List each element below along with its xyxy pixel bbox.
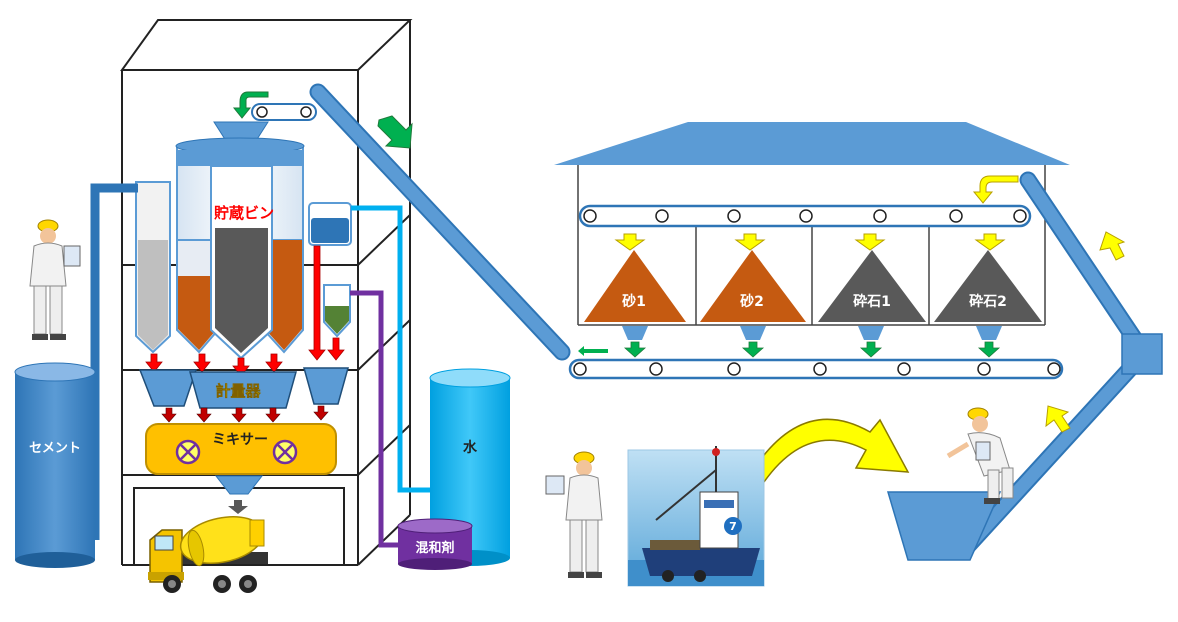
unloading-arrow: [746, 418, 910, 483]
mixer: [145, 423, 337, 475]
right-up-arrow-1: [1099, 231, 1126, 261]
water-pipe: [351, 205, 430, 493]
mixer-truck: [148, 516, 268, 593]
incline-conveyor: [309, 83, 571, 361]
mixer-blade-icon: [175, 439, 201, 465]
receiving-hopper: [886, 491, 1002, 561]
mixer-feed-arrows: [161, 405, 329, 423]
worker-middle-icon: [545, 451, 603, 578]
mixer-blade-icon: [272, 439, 298, 465]
green-return-arrow: [232, 91, 269, 119]
ship-number: 7: [729, 520, 737, 533]
shed-intake-arrow: [972, 175, 1019, 204]
shed-down-arrows: [614, 233, 1006, 251]
gravel2-pile: [934, 250, 1042, 322]
shed-discharge-hoppers: [622, 326, 1002, 340]
ship-picture: 7: [627, 446, 765, 587]
admixture-label: 混和剤: [415, 540, 454, 556]
cement-silo: [14, 362, 96, 568]
worker-right-icon: [946, 407, 1014, 504]
gravel1-pile: [818, 250, 926, 322]
red-feed-arrows: [145, 245, 345, 377]
sand1-label: 砂1: [621, 293, 646, 310]
shed-bottom-conveyor: [568, 358, 1064, 380]
discharge-arrow: [228, 500, 248, 514]
right-incline-conveyors: [957, 171, 1163, 557]
sand1-pile: [584, 250, 686, 322]
top-conveyor: [251, 103, 317, 121]
sand2-pile: [700, 250, 806, 322]
gravel2-label: 砕石2: [969, 293, 1007, 310]
storage-bin: [135, 137, 305, 360]
admixture-tank: [397, 518, 473, 570]
right-up-arrow-2: [1045, 405, 1071, 433]
mixer-discharge-chute: [214, 475, 264, 495]
shed-green-arrows: [623, 341, 1001, 358]
admixture-pipe: [350, 290, 400, 548]
cement-label: セメント: [29, 441, 81, 456]
weigher-hoppers: [138, 367, 349, 409]
mixer-label: ミキサー: [212, 432, 268, 448]
bottom-belt-left-arrow: [578, 346, 608, 356]
storage-bin-label: 貯蔵ビン: [214, 204, 274, 222]
shed-frame: [577, 165, 1046, 326]
shed-roof: [554, 122, 1070, 165]
weigher-label: 計量器: [215, 382, 261, 400]
incline-up-arrow: [377, 115, 413, 149]
water-measuring-tank: [308, 202, 352, 246]
gravel1-label: 砕石1: [853, 293, 891, 310]
cement-feed-pipe: [90, 183, 138, 540]
water-label: 水: [463, 439, 478, 456]
admixture-measuring-tank: [323, 284, 351, 338]
worker-left-icon: [29, 219, 81, 340]
shed-top-conveyor: [578, 204, 1032, 228]
sand2-label: 砂2: [739, 293, 764, 310]
